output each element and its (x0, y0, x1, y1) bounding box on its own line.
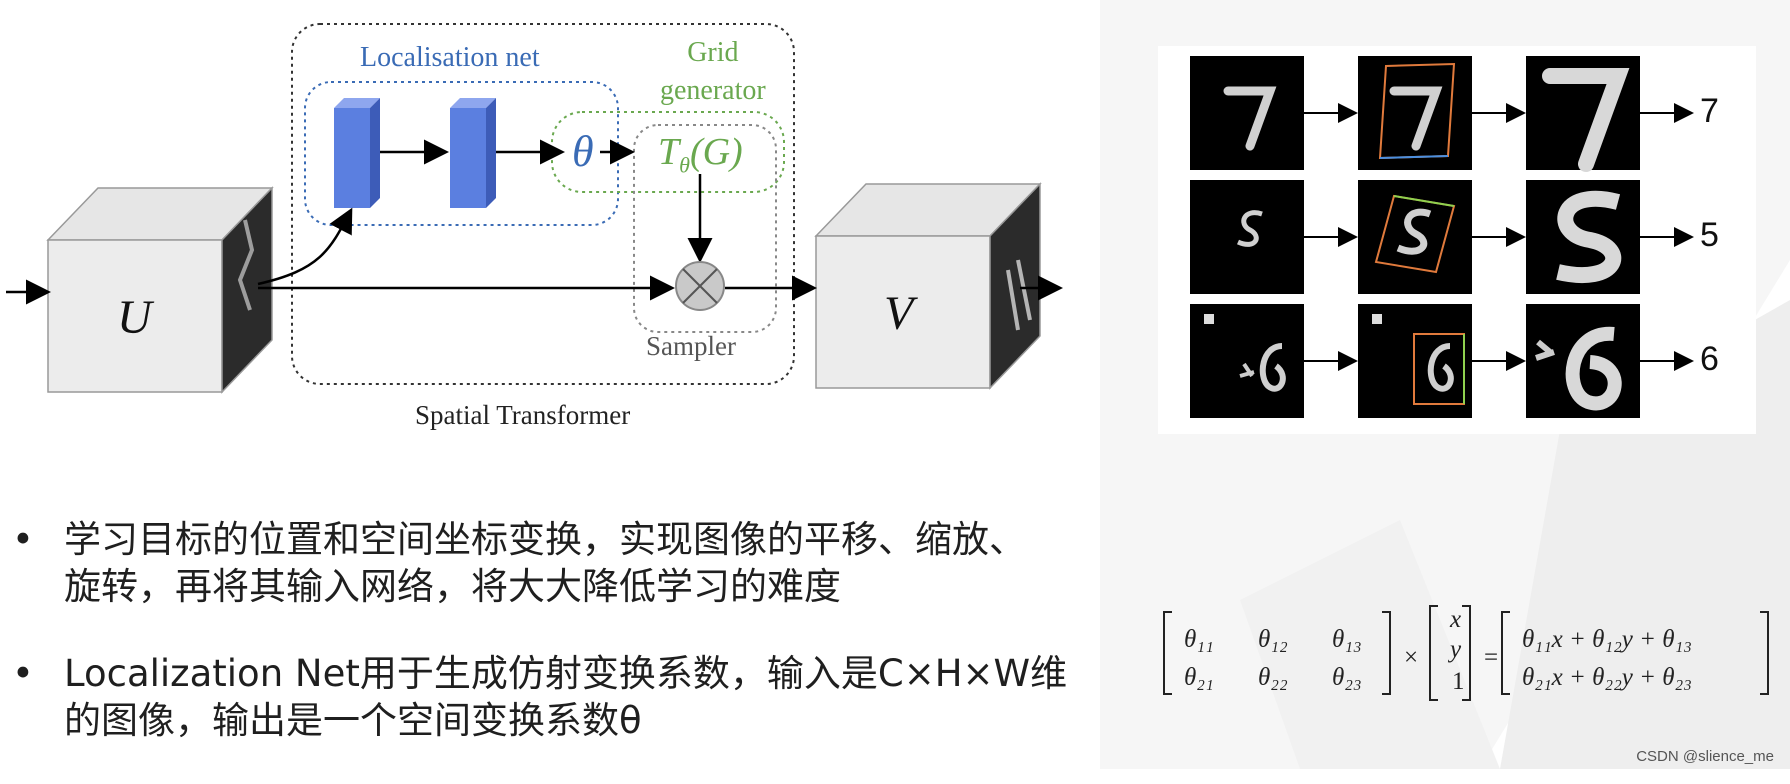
equals-sign: = (1484, 644, 1499, 671)
bullet-marker: • (12, 518, 34, 561)
result-row: θ₂₁x + θ₂₂y + θ₂₃ (1522, 664, 1692, 691)
vector-cell: y (1450, 636, 1462, 663)
spatial-transformer-boundary (291, 23, 795, 385)
output-label-v: V (884, 287, 914, 340)
prediction-label-1: 7 (1700, 92, 1719, 130)
mnist-examples-grid (1190, 56, 1694, 418)
bullet-item-2: • Localization Net用于生成仿射变换系数，输入是C×H×W维 的… (12, 650, 1122, 744)
transform-letter: T (658, 131, 680, 173)
localisation-layer-1 (334, 98, 380, 208)
localisation-net-label: Localisation net (360, 42, 540, 73)
matrix-cell: θ₁₁ (1184, 626, 1214, 653)
matrix-cell: θ₁₂ (1258, 626, 1288, 653)
times-sign: × (1404, 644, 1419, 671)
grid-generator-boundary (551, 111, 785, 193)
formula-brackets (1163, 605, 1769, 701)
sampler-boundary (633, 124, 777, 333)
transformed-digit-7 (1358, 56, 1472, 170)
transform-label: Tθ(G) (658, 130, 743, 179)
bullet-line: 旋转，再将其输入网络，将大大降低学习的难度 (64, 565, 841, 608)
watermark: CSDN @slience_me (1636, 748, 1774, 765)
spatial-transformer-diagram (6, 23, 1063, 394)
bullet-marker: • (12, 652, 34, 695)
prediction-label-2: 5 (1700, 216, 1719, 254)
grid-generator-label: Grid generator (660, 34, 766, 110)
result-row: θ₁₁x + θ₁₂y + θ₁₃ (1522, 626, 1692, 653)
bullet-line: 学习目标的位置和空间坐标变换，实现图像的平移、缩放、 (64, 518, 1026, 561)
bullet-list: • 学习目标的位置和空间坐标变换，实现图像的平移、缩放、 旋转，再将其输入网络，… (12, 516, 1122, 784)
input-digit-5 (1190, 180, 1304, 294)
diagram-caption: Spatial Transformer (415, 400, 631, 430)
input-cube-u (46, 186, 274, 394)
matrix-cell: θ₂₃ (1332, 664, 1362, 691)
matrix-cell: θ₂₁ (1184, 664, 1214, 691)
bullet-line: 的图像，输出是一个空间变换系数θ (64, 699, 642, 742)
transform-argument: (G) (689, 131, 743, 173)
input-label-u: U (117, 291, 152, 344)
theta-symbol: θ (572, 127, 594, 176)
vector-cell: 1 (1452, 668, 1465, 695)
grid-label-line1: Grid (687, 37, 739, 68)
prediction-label-3: 6 (1700, 340, 1719, 378)
localisation-layer-2 (450, 98, 496, 208)
vector-cell: x (1450, 606, 1462, 633)
sampler-label: Sampler (646, 331, 736, 361)
matrix-cell: θ₂₂ (1258, 664, 1288, 691)
output-cube-v (814, 182, 1042, 390)
grid-label-line2: generator (660, 75, 766, 106)
sampler-node (675, 261, 725, 311)
bullet-line: Localization Net用于生成仿射变换系数，输入是C×H×W维 (64, 652, 1068, 695)
bullet-item-1: • 学习目标的位置和空间坐标变换，实现图像的平移、缩放、 旋转，再将其输入网络，… (12, 516, 1122, 610)
matrix-cell: θ₁₃ (1332, 626, 1362, 653)
transform-subscript: θ (679, 152, 690, 178)
input-digit-7 (1190, 56, 1304, 170)
